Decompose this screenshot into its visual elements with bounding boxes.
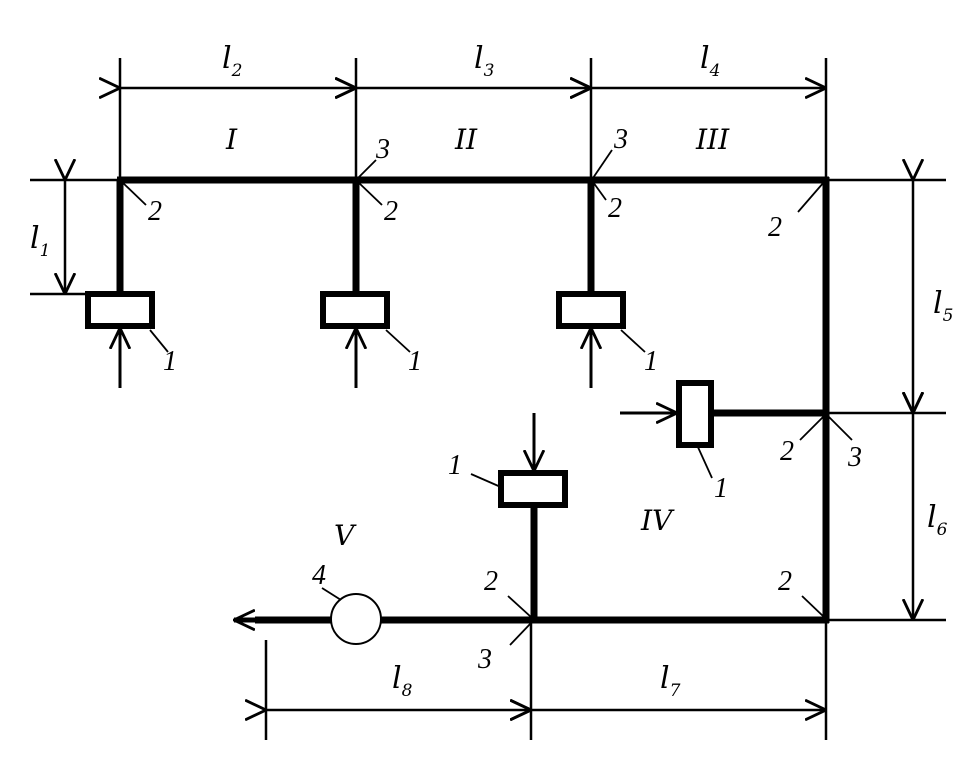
item-numbers: 1 1 1 1 1 2 2 2 2 2 2 2 3 3 3 3 4 <box>148 124 862 675</box>
fan-circle <box>330 593 382 645</box>
length-label-l7: l7 <box>660 661 681 701</box>
receiver-5 <box>498 470 568 508</box>
item-number-bend: 2 <box>608 193 622 224</box>
item-number-tee: 3 <box>375 134 390 165</box>
length-label-l4: l4 <box>700 41 720 81</box>
outlet <box>234 593 382 645</box>
section-label-III: III <box>695 123 730 156</box>
item-number-bend: 2 <box>768 212 782 243</box>
section-label-V: V <box>334 519 357 552</box>
receiver-3 <box>556 291 626 329</box>
length-label-l6: l6 <box>927 500 948 540</box>
section-label-I: I <box>225 123 238 156</box>
length-label-l3: l3 <box>474 41 494 81</box>
length-label-l2: l2 <box>222 41 242 81</box>
item-number-bend: 2 <box>778 566 792 597</box>
item-number-receiver: 1 <box>408 346 422 377</box>
length-label-l1: l1 <box>30 221 50 261</box>
receiver-2 <box>320 291 390 329</box>
receiver-1 <box>85 291 155 329</box>
item-number-bend: 2 <box>384 196 398 227</box>
item-number-tee: 3 <box>477 644 492 675</box>
leader-lines <box>121 149 853 646</box>
item-number-tee: 3 <box>847 442 862 473</box>
length-labels: l1 l2 l3 l4 l5 l6 l7 l8 <box>30 41 953 701</box>
receiver-4 <box>676 380 714 448</box>
item-number-bend: 2 <box>148 196 162 227</box>
item-number-tee: 3 <box>613 124 628 155</box>
section-label-II: II <box>454 123 478 156</box>
duct-pipes <box>116 176 830 624</box>
item-number-receiver: 1 <box>448 450 462 481</box>
dimension-lines <box>30 58 946 740</box>
item-number-receiver: 1 <box>163 346 177 377</box>
item-number-receiver: 1 <box>644 346 658 377</box>
section-label-IV: IV <box>640 504 675 537</box>
length-label-l8: l8 <box>392 661 413 701</box>
receivers <box>85 291 714 508</box>
item-number-bend: 2 <box>484 566 498 597</box>
length-label-l5: l5 <box>933 286 953 326</box>
section-labels: I II III IV V <box>225 123 730 552</box>
item-number-bend: 2 <box>780 436 794 467</box>
item-number-receiver: 1 <box>714 473 728 504</box>
item-number-fan: 4 <box>312 560 326 591</box>
inflow-arrows <box>120 328 677 471</box>
